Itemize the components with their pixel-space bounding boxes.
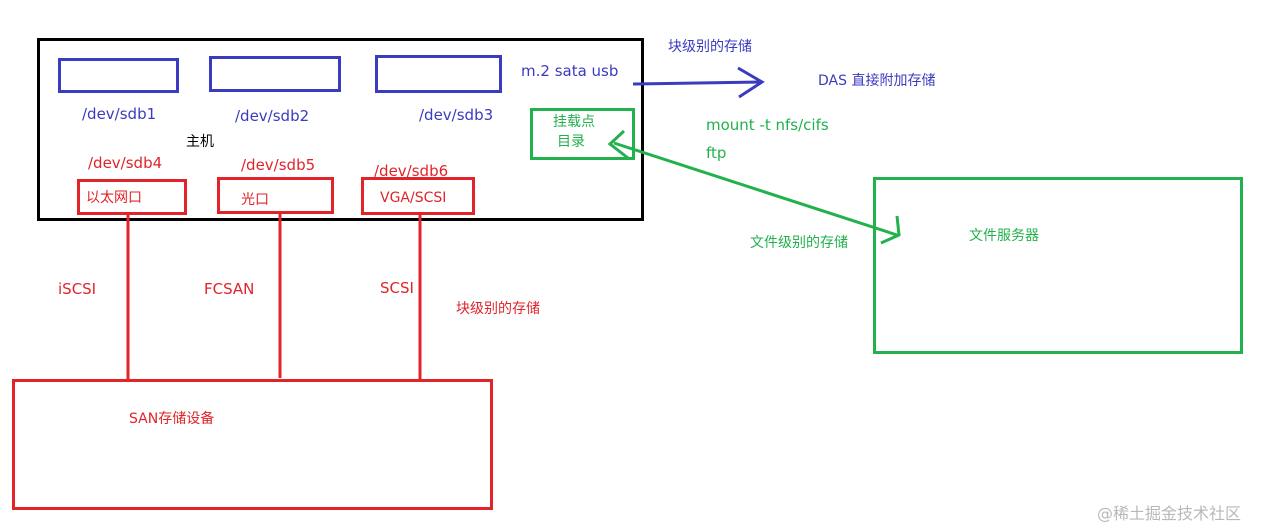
das-buses: m.2 sata usb xyxy=(521,62,619,80)
interface-device-sdb5: /dev/sdb5 xyxy=(241,156,316,174)
interface-device-sdb6: /dev/sdb6 xyxy=(374,162,449,180)
san-block-label: 块级别的存储 xyxy=(456,301,540,317)
das-arrowhead xyxy=(737,66,765,99)
port-label-optical: 光口 xyxy=(241,192,269,208)
port-box-optical xyxy=(217,177,334,214)
disk-label-sdb2: /dev/sdb2 xyxy=(235,107,310,125)
das-target: DAS 直接附加存储 xyxy=(818,73,936,89)
interface-device-sdb4: /dev/sdb4 xyxy=(88,154,163,172)
port-box-vga-scsi xyxy=(361,177,475,215)
nas-arrowhead-left xyxy=(607,129,629,160)
protocol-fcsan: FCSAN xyxy=(204,280,255,298)
disk-box-sdb2 xyxy=(209,56,341,92)
host-label: 主机 xyxy=(186,134,214,150)
port-box-ethernet xyxy=(77,179,187,215)
nas-arrow-line xyxy=(613,141,898,237)
watermark: @稀土掘金技术社区 xyxy=(1097,504,1242,523)
disk-label-sdb1: /dev/sdb1 xyxy=(82,105,157,123)
nas-ftp: ftp xyxy=(706,144,727,162)
nas-arrowhead-right xyxy=(880,215,901,245)
host-box xyxy=(37,38,644,221)
disk-box-sdb1 xyxy=(58,58,179,93)
file-server-box xyxy=(873,177,1243,354)
san-device-label: SAN存储设备 xyxy=(129,411,215,427)
nas-file-label: 文件级别的存储 xyxy=(750,235,848,251)
nas-mount-command: mount -t nfs/cifs xyxy=(706,116,829,134)
san-device-box xyxy=(12,379,493,510)
file-server-label: 文件服务器 xyxy=(969,228,1039,244)
das-block-label: 块级别的存储 xyxy=(668,39,752,55)
das-arrow-line xyxy=(632,80,762,86)
protocol-scsi: SCSI xyxy=(380,279,414,297)
mount-point-label-line2: 目录 xyxy=(557,134,585,150)
disk-label-sdb3: /dev/sdb3 xyxy=(419,106,494,124)
port-label-ethernet: 以太网口 xyxy=(86,190,142,206)
mount-point-box xyxy=(530,108,635,160)
protocol-iscsi: iSCSI xyxy=(58,280,97,298)
disk-box-sdb3 xyxy=(375,55,502,93)
port-label-vga-scsi: VGA/SCSI xyxy=(380,190,447,206)
mount-point-label-line1: 挂载点 xyxy=(553,114,595,130)
